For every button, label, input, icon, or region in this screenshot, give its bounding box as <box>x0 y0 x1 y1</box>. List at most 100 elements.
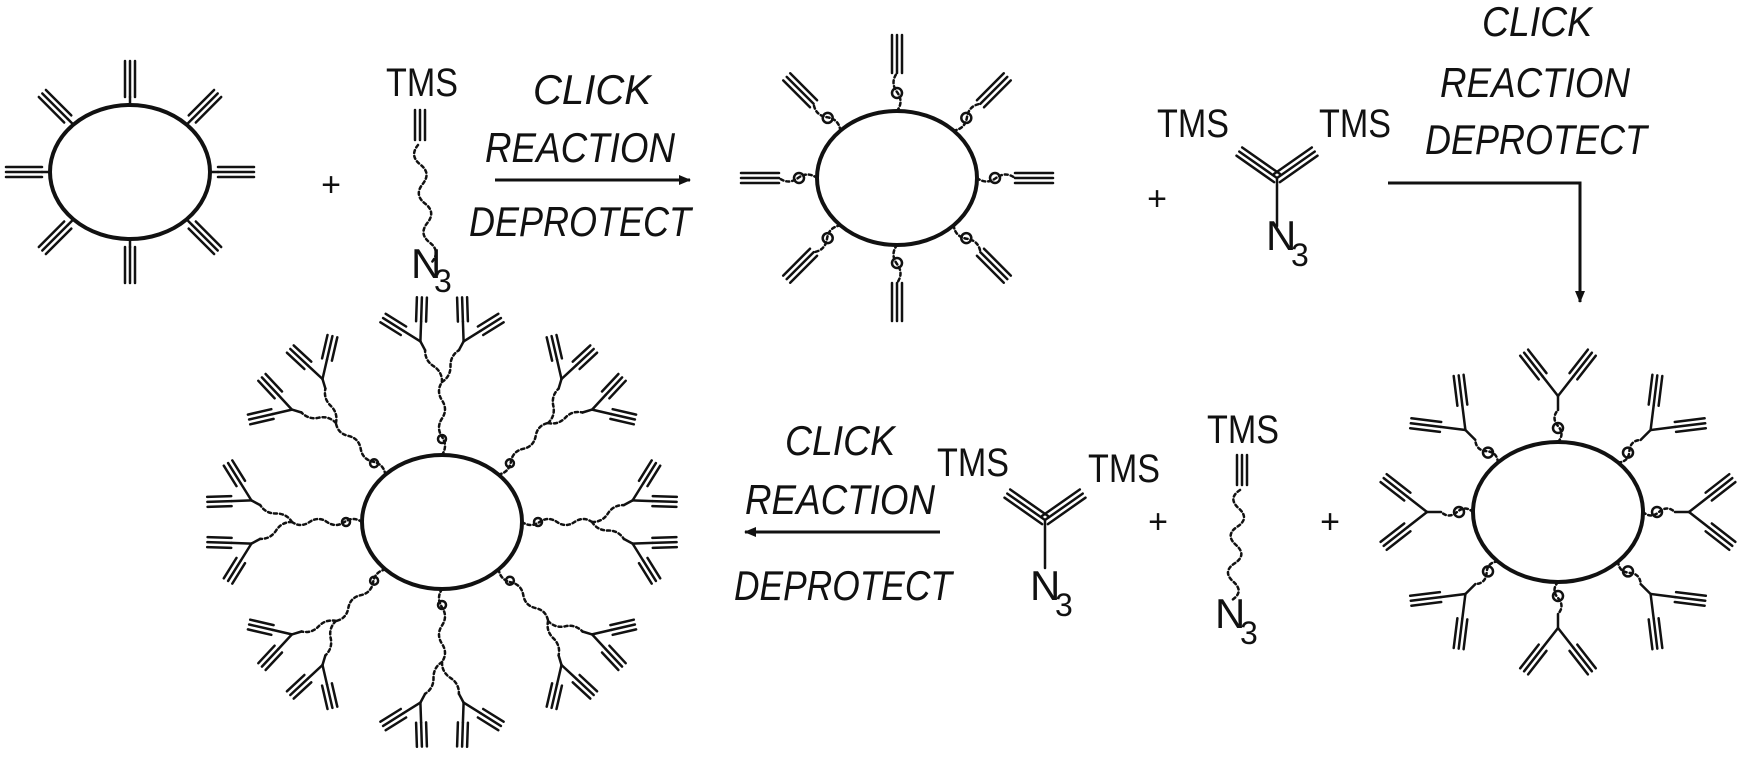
alkyne-triple-bond <box>327 336 332 359</box>
branch-stem <box>624 539 633 544</box>
alkyne-triple-bond <box>1410 592 1440 596</box>
azide-label-branch2: N 3 <box>1030 562 1073 623</box>
branch-stem <box>420 694 425 703</box>
alkyne-triple-bond <box>653 496 677 497</box>
branch-arm <box>633 483 644 500</box>
alkyne-triple-bond <box>547 683 552 706</box>
branch-arm <box>403 703 420 714</box>
alkyne-triple-bond <box>462 723 463 747</box>
branch-arm <box>1543 376 1558 396</box>
branch-arm <box>592 410 611 415</box>
branch-arm <box>464 703 481 714</box>
branch-arm <box>562 665 577 679</box>
alkyne-triple-bond <box>1007 494 1045 520</box>
alkyne-triple-bond <box>1459 619 1463 649</box>
branch-arm <box>323 665 328 685</box>
tms-label-linker1: TMS <box>386 61 458 105</box>
alkyne-triple-bond <box>1242 148 1280 174</box>
alkyne-triple-bond <box>1454 376 1458 406</box>
alkyne-triple-bond <box>462 297 463 321</box>
branch-stem <box>1641 430 1651 440</box>
alkyne-triple-bond <box>248 629 271 634</box>
alkyne-triple-bond <box>1676 428 1706 432</box>
linker-chain <box>548 389 559 423</box>
alkyne-triple-bond <box>478 314 498 327</box>
branch-arm <box>1543 628 1558 648</box>
alkyne-triple-bond <box>1411 597 1441 601</box>
branch-stem <box>624 500 633 505</box>
branch-stem <box>459 694 464 703</box>
alkyne-triple-bond <box>327 685 332 708</box>
linker-chain <box>894 245 901 283</box>
tms-label-branch1-right: TMS <box>1319 102 1391 146</box>
alkyne-triple-bond <box>192 225 218 251</box>
linker-chain <box>1555 582 1562 614</box>
linker-chain <box>954 225 981 252</box>
linker-chain <box>1618 562 1641 585</box>
triazole-ring <box>370 459 378 467</box>
alkyne-triple-bond <box>208 506 232 507</box>
step3-label-reaction: REACTION <box>745 476 936 523</box>
azide-label-linker1: N 3 <box>411 240 452 299</box>
branch-stem <box>1465 584 1475 594</box>
branch-stem <box>583 410 593 413</box>
tms-label-linker2: TMS <box>1207 408 1279 452</box>
alkyne-triple-bond <box>1675 418 1705 422</box>
branch-arm <box>1407 497 1427 512</box>
linker-chain <box>1618 440 1641 463</box>
alkyne-triple-bond <box>39 222 64 248</box>
triazole-ring <box>506 577 514 585</box>
alkyne-triple-bond <box>421 723 422 747</box>
linker-chain <box>425 350 442 382</box>
branch-arm <box>463 703 464 723</box>
alkyne-triple-bond <box>652 506 676 507</box>
branch-arm <box>557 360 562 380</box>
branch-arm <box>1558 376 1573 396</box>
branch-stem <box>583 632 593 635</box>
alkyne-triple-bond <box>1277 152 1315 178</box>
alkyne-triple-bond <box>783 249 810 276</box>
alkyne-triple-bond <box>207 542 231 543</box>
alkyne-triple-bond <box>1048 498 1086 524</box>
alkyne-triple-bond <box>248 409 271 414</box>
alkyne-triple-bond <box>1410 428 1440 432</box>
alkyne-triple-bond <box>457 722 458 746</box>
branch-stem <box>251 539 260 544</box>
alkyne-triple-bond <box>653 547 677 548</box>
tms-label-branch2-right: TMS <box>1088 447 1160 491</box>
alkyne-triple-bond <box>1005 498 1043 524</box>
branch-arm <box>323 360 328 380</box>
azide-label-linker2: N 3 <box>1215 590 1258 651</box>
branch-arm <box>308 365 323 379</box>
branch-arm <box>592 630 611 635</box>
alkyne-triple-bond <box>653 542 677 543</box>
alkyne-triple-bond <box>980 77 1007 104</box>
alkyne-triple-bond <box>478 718 498 731</box>
step1-label-reaction: REACTION <box>485 124 676 171</box>
alkyne-triple-bond <box>552 336 557 359</box>
alkyne-triple-bond <box>224 558 237 578</box>
branch-arm <box>1407 512 1427 527</box>
svg-text:3: 3 <box>434 263 452 299</box>
alkyne-triple-bond <box>1010 490 1048 516</box>
branch-arm <box>278 634 292 649</box>
alkyne-triple-bond <box>196 97 221 123</box>
alkyne-triple-bond <box>192 94 218 120</box>
branch-arm <box>1651 427 1676 430</box>
alkyne-triple-bond <box>1454 618 1458 648</box>
linker-chain <box>1643 509 1675 516</box>
svg-text:3: 3 <box>1291 237 1309 273</box>
alkyne-triple-bond <box>653 501 677 502</box>
alkyne-triple-bond <box>557 686 562 709</box>
branch-arm <box>420 321 421 341</box>
linker-chain <box>1475 562 1498 585</box>
alkyne-triple-bond <box>421 297 422 321</box>
alkyne-triple-bond <box>42 225 68 251</box>
alkyne-triple-bond <box>1280 156 1318 182</box>
alkyne-triple-bond <box>1459 375 1463 405</box>
branch-stem <box>1465 430 1475 440</box>
branch-stem <box>292 632 302 635</box>
alkyne-triple-bond <box>1239 152 1277 178</box>
step1-label-click: CLICK <box>533 66 653 113</box>
branch-arm <box>1689 497 1709 512</box>
